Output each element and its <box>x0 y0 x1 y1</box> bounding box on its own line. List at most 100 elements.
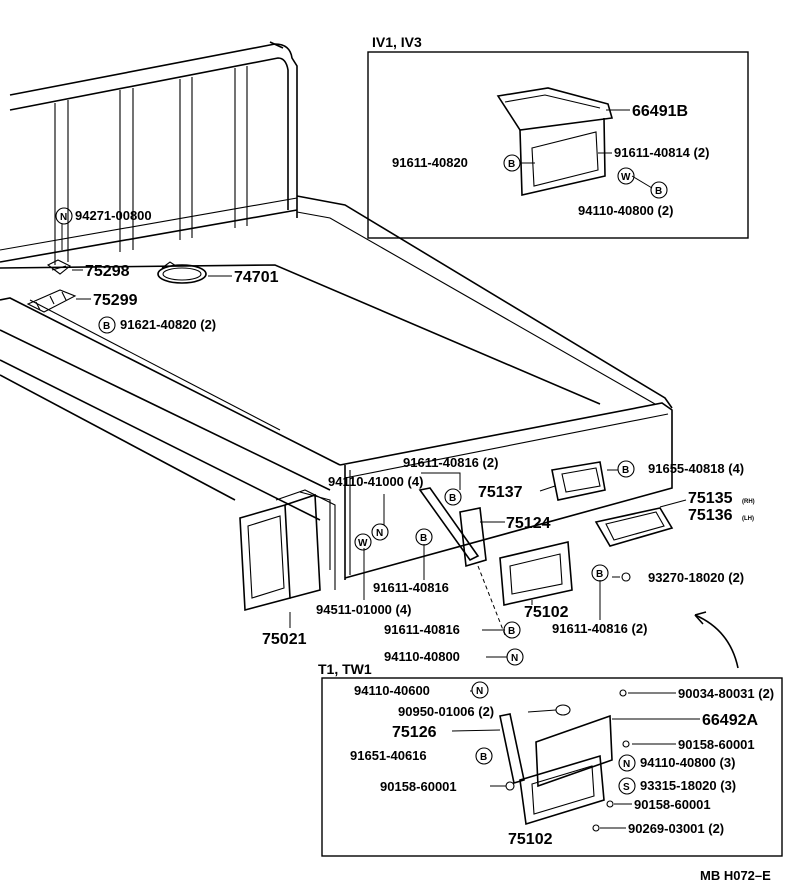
left-side-rail-lower <box>0 374 236 501</box>
label-91651-40616: 91651-40616 <box>350 748 427 763</box>
label-94110-40600: 94110-40600 <box>354 683 430 698</box>
n-marker <box>618 754 636 772</box>
n-symbol: N <box>623 759 630 770</box>
label-75126: 75126 <box>392 724 437 741</box>
inset-top-frame <box>367 51 749 239</box>
part-75299-shape <box>26 289 77 313</box>
leader <box>631 175 653 189</box>
n-symbol: N <box>476 686 483 697</box>
label-90158-60001-a: 90158-60001 <box>678 737 755 752</box>
headboard-inner-rail <box>9 57 289 210</box>
part-75298-shape <box>46 259 72 275</box>
b-marker <box>617 460 635 478</box>
leader <box>421 472 461 490</box>
label-90034-80031: 90034-80031 (2) <box>678 686 774 701</box>
label-91611-40816-mid: 91611-40816 <box>373 580 449 595</box>
part-66491b-window <box>531 131 599 187</box>
label-94511-01000: 94511-01000 (4) <box>316 602 411 617</box>
w-marker <box>354 533 372 551</box>
headboard-bar <box>234 66 248 228</box>
b-marker <box>650 181 668 199</box>
part-75137-body <box>551 461 606 501</box>
leader <box>451 729 501 732</box>
left-side-rail-top <box>0 297 341 466</box>
label-91611-40816-low: 91611-40816 <box>384 622 460 637</box>
label-91611-40820: 91611-40820 <box>392 155 468 170</box>
label-75137: 75137 <box>478 484 523 501</box>
b-symbol: B <box>103 321 110 332</box>
n-marker <box>506 648 524 666</box>
part-66491b-edge <box>504 94 601 109</box>
part-90158-b-shape <box>505 781 515 791</box>
headboard-cap <box>269 41 284 49</box>
label-90269-03001: 90269-03001 (2) <box>628 821 724 836</box>
part-75137-lens <box>561 467 601 493</box>
label-75136-suffix: (LH) <box>742 516 754 522</box>
part-75135-body <box>594 507 674 547</box>
b-symbol: B <box>655 186 662 197</box>
link-arrow <box>694 614 739 669</box>
label-94110-40800-low: 94110-40800 <box>384 649 460 664</box>
right-side-rail <box>296 195 673 409</box>
b-symbol: B <box>449 493 456 504</box>
inset-bottom-right: T1, TW1 <box>318 661 783 857</box>
link-arrow-head <box>694 611 707 625</box>
b-marker <box>415 528 433 546</box>
b-symbol: B <box>420 533 427 544</box>
part-labels: N 94271-00800 75298 74701 75299 B 91621-… <box>55 103 774 883</box>
b-marker <box>503 154 521 172</box>
leader <box>527 709 557 713</box>
label-75021: 75021 <box>262 631 307 648</box>
label-91611-40814: 91611-40814 (2) <box>614 145 709 160</box>
label-91611-40816-right: 91611-40816 (2) <box>552 621 647 636</box>
label-93270-18020: 93270-18020 (2) <box>648 570 744 585</box>
part-75102-main-inner <box>509 553 563 595</box>
diagram-code: MB H072–E <box>700 868 771 883</box>
b-symbol: B <box>596 569 603 580</box>
b-marker <box>591 564 609 582</box>
n-marker <box>471 681 489 699</box>
inset-top-header: IV1, IV3 <box>372 34 422 50</box>
part-74701-tab <box>161 261 177 269</box>
part-75126-arm <box>499 713 525 785</box>
inset-bottom-header: T1, TW1 <box>318 661 372 677</box>
part-90158-c-shape <box>606 800 614 808</box>
b-marker <box>98 316 116 334</box>
headboard-top-rail <box>9 43 298 218</box>
label-90158-60001-b: 90158-60001 <box>380 779 457 794</box>
part-66492a-plate <box>535 714 613 788</box>
b-symbol: B <box>622 465 629 476</box>
b-symbol: B <box>508 626 515 637</box>
bed-floor-edge <box>0 264 601 405</box>
leader <box>659 499 687 508</box>
part-75124-plate <box>459 507 487 568</box>
label-94110-40800-t: 94110-40800 (3) <box>640 755 735 770</box>
part-75124-arm <box>418 487 480 562</box>
leader <box>539 485 556 492</box>
part-74701-shape <box>157 264 207 284</box>
headboard-bar <box>54 100 69 265</box>
part-75102-inset-inner <box>531 765 595 815</box>
part-75124-dash <box>477 565 506 636</box>
label-91655-40818: 91655-40818 (4) <box>648 461 744 476</box>
label-90950-01006: 90950-01006 (2) <box>398 704 494 719</box>
left-side-rail-mid <box>0 329 331 491</box>
main-parts <box>26 259 739 669</box>
n-symbol: N <box>60 212 67 223</box>
inset-bottom-frame <box>321 677 783 857</box>
b-marker <box>475 747 493 765</box>
part-90158-a-shape <box>622 740 630 748</box>
left-side-crease <box>29 299 281 431</box>
s-symbol: S <box>623 782 630 793</box>
label-94271-00800: 94271-00800 <box>75 208 152 223</box>
label-94110-40800-inset: 94110-40800 (2) <box>578 203 673 218</box>
headboard-bar <box>119 88 134 252</box>
w-symbol: W <box>358 538 368 549</box>
label-75299: 75299 <box>93 292 138 309</box>
label-91611-40816-top: 91611-40816 (2) <box>403 455 498 470</box>
label-94110-41000: 94110-41000 (4) <box>328 474 423 489</box>
part-75021-side <box>284 493 321 599</box>
part-75021-lens <box>247 515 285 599</box>
s-marker <box>618 777 636 795</box>
label-66492a: 66492A <box>702 712 758 729</box>
